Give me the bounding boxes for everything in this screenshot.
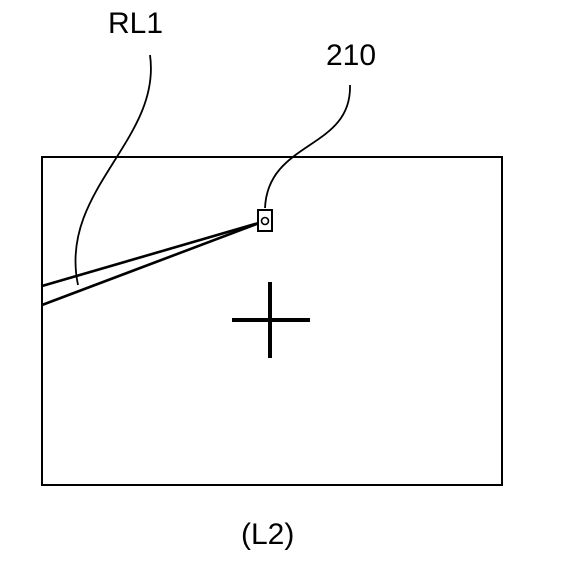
object-marker bbox=[257, 209, 273, 232]
ray-leader-line bbox=[74, 54, 152, 286]
ray-label: RL1 bbox=[108, 7, 163, 40]
view-frame bbox=[41, 156, 503, 486]
crosshair-icon bbox=[232, 282, 310, 358]
view-caption: (L2) bbox=[241, 518, 294, 551]
ray-line-lower bbox=[41, 220, 263, 307]
object-leader-line bbox=[264, 84, 351, 209]
object-marker-box bbox=[257, 209, 273, 232]
ray-line-upper bbox=[41, 220, 263, 288]
object-marker-dot bbox=[260, 216, 270, 226]
object-label: 210 bbox=[326, 39, 376, 72]
